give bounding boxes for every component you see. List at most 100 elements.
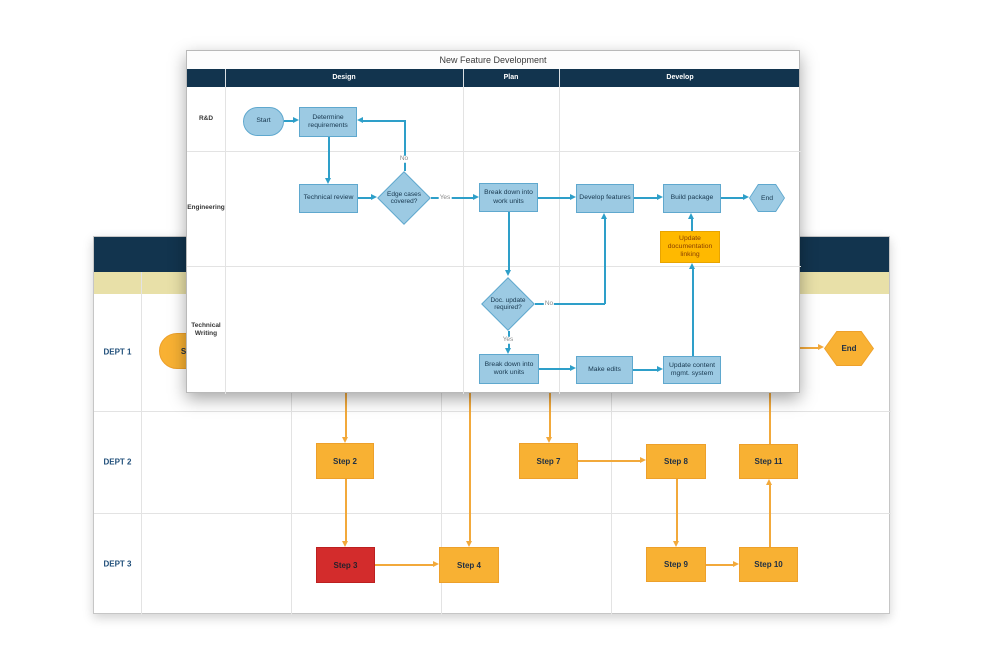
column-divider <box>559 87 560 394</box>
node-breakdown-tw[interactable]: Break down into work units <box>479 354 539 384</box>
edge-label-no: No <box>543 299 555 308</box>
lane-divider <box>94 513 891 514</box>
lane-divider <box>94 411 891 412</box>
node-develop-features[interactable]: Develop features <box>576 184 634 213</box>
lane-divider <box>187 151 801 152</box>
connector-build-end <box>721 197 743 199</box>
lane-label-dept2: DEPT 2 <box>103 457 132 467</box>
connector-docno-vert <box>604 219 606 304</box>
phase-header-gap <box>559 69 560 87</box>
connector-no-feedback-vert <box>404 120 406 171</box>
node-make-edits[interactable]: Make edits <box>576 356 633 384</box>
arrowhead <box>546 437 552 443</box>
lane-label-dept3: DEPT 3 <box>103 559 132 569</box>
arrowhead <box>657 366 663 372</box>
lane-divider <box>187 266 801 267</box>
arrowhead <box>689 263 695 269</box>
arrowhead <box>466 541 472 547</box>
node-update-documentation-linking[interactable]: Update documentation linking <box>660 231 720 263</box>
lane-label-technical-writing: Technical Writing <box>191 321 221 337</box>
phase-label-develop: Develop <box>666 74 694 81</box>
node-update-cms[interactable]: Update content mgmt. system <box>663 356 721 384</box>
node-step9[interactable]: Step 9 <box>646 547 706 582</box>
connector-into-step2 <box>345 392 347 437</box>
node-end[interactable]: End <box>749 184 785 212</box>
connector-docno-horiz <box>535 303 605 305</box>
phase-header-band <box>187 69 799 87</box>
node-end[interactable]: End <box>824 331 874 366</box>
node-build-package[interactable]: Build package <box>663 184 721 213</box>
connector-no-feedback <box>363 120 405 122</box>
edge-label-yes: Yes <box>501 335 515 344</box>
node-step10[interactable]: Step 10 <box>739 547 798 582</box>
node-step2[interactable]: Step 2 <box>316 443 374 479</box>
arrowhead <box>640 457 646 463</box>
connector-step3-step4 <box>375 564 433 566</box>
arrowhead <box>673 541 679 547</box>
node-step3[interactable]: Step 3 <box>316 547 375 583</box>
node-step7[interactable]: Step 7 <box>519 443 578 479</box>
arrowhead <box>601 213 607 219</box>
feature-flowchart-panel: New Feature Development Design Plan Deve… <box>186 50 801 394</box>
arrowhead <box>766 479 772 485</box>
arrowhead <box>818 344 824 350</box>
connector-updatedoc-build <box>691 219 693 231</box>
arrowhead <box>733 561 739 567</box>
arrowhead <box>570 365 576 371</box>
arrowhead <box>357 117 363 123</box>
node-doc-update-decision[interactable]: Doc. update required? <box>481 277 535 331</box>
arrowhead <box>433 561 439 567</box>
lane-label-dept1: DEPT 1 <box>103 347 132 357</box>
node-breakdown-eng[interactable]: Break down into work units <box>479 183 538 212</box>
connector-into-end <box>794 347 818 349</box>
arrowhead <box>342 541 348 547</box>
connector-start-determine <box>284 120 293 122</box>
connector-diamond-breakdown <box>431 197 473 199</box>
edge-label-yes: Yes <box>438 193 452 202</box>
connector-step11-up <box>769 387 771 444</box>
connector-breakdown-develop <box>538 197 570 199</box>
node-technical-review[interactable]: Technical review <box>299 184 358 213</box>
lane-label-divider <box>225 87 226 394</box>
arrowhead <box>505 270 511 276</box>
arrowhead <box>342 437 348 443</box>
node-step8[interactable]: Step 8 <box>646 444 706 479</box>
connector-breakdowntw-makeedits <box>539 368 570 370</box>
connector-develop-build <box>634 197 657 199</box>
connector-step9-step10 <box>706 564 733 566</box>
connector-step10-step11 <box>769 485 771 547</box>
phase-header-gap <box>225 69 226 87</box>
node-step11[interactable]: Step 11 <box>739 444 798 479</box>
connector-into-step4 <box>469 392 471 541</box>
arrowhead <box>325 178 331 184</box>
connector-step7-step8 <box>578 460 640 462</box>
lane-label-divider <box>141 272 142 615</box>
lane-label-engineering: Engineering <box>187 203 225 211</box>
phase-header-gap <box>463 69 464 87</box>
connector-breakdown-docdiamond <box>508 212 510 270</box>
column-divider <box>611 272 612 615</box>
connector-step2-step3 <box>345 479 347 541</box>
node-step4[interactable]: Step 4 <box>439 547 499 583</box>
diagram-title: New Feature Development <box>187 51 799 70</box>
connector-step8-step9 <box>676 479 678 541</box>
edge-label-no: No <box>398 154 410 163</box>
arrowhead <box>505 348 511 354</box>
node-edge-cases-decision[interactable]: Edge cases covered? <box>377 171 431 225</box>
arrowhead <box>657 194 663 200</box>
connector-into-step7 <box>549 392 551 437</box>
node-determine-requirements[interactable]: Determine requirements <box>299 107 357 137</box>
column-divider <box>463 87 464 394</box>
node-start[interactable]: Start <box>243 107 284 136</box>
arrowhead <box>473 194 479 200</box>
lane-label-rnd: R&D <box>198 114 214 122</box>
arrowhead <box>743 194 749 200</box>
connector-techreview-diamond <box>358 197 371 199</box>
arrowhead <box>570 194 576 200</box>
arrowhead <box>371 194 377 200</box>
arrowhead <box>293 117 299 123</box>
connector-cms-updatedoc <box>692 269 694 356</box>
connector-determine-techreview <box>328 137 330 178</box>
column-divider <box>291 272 292 615</box>
arrowhead <box>688 213 694 219</box>
